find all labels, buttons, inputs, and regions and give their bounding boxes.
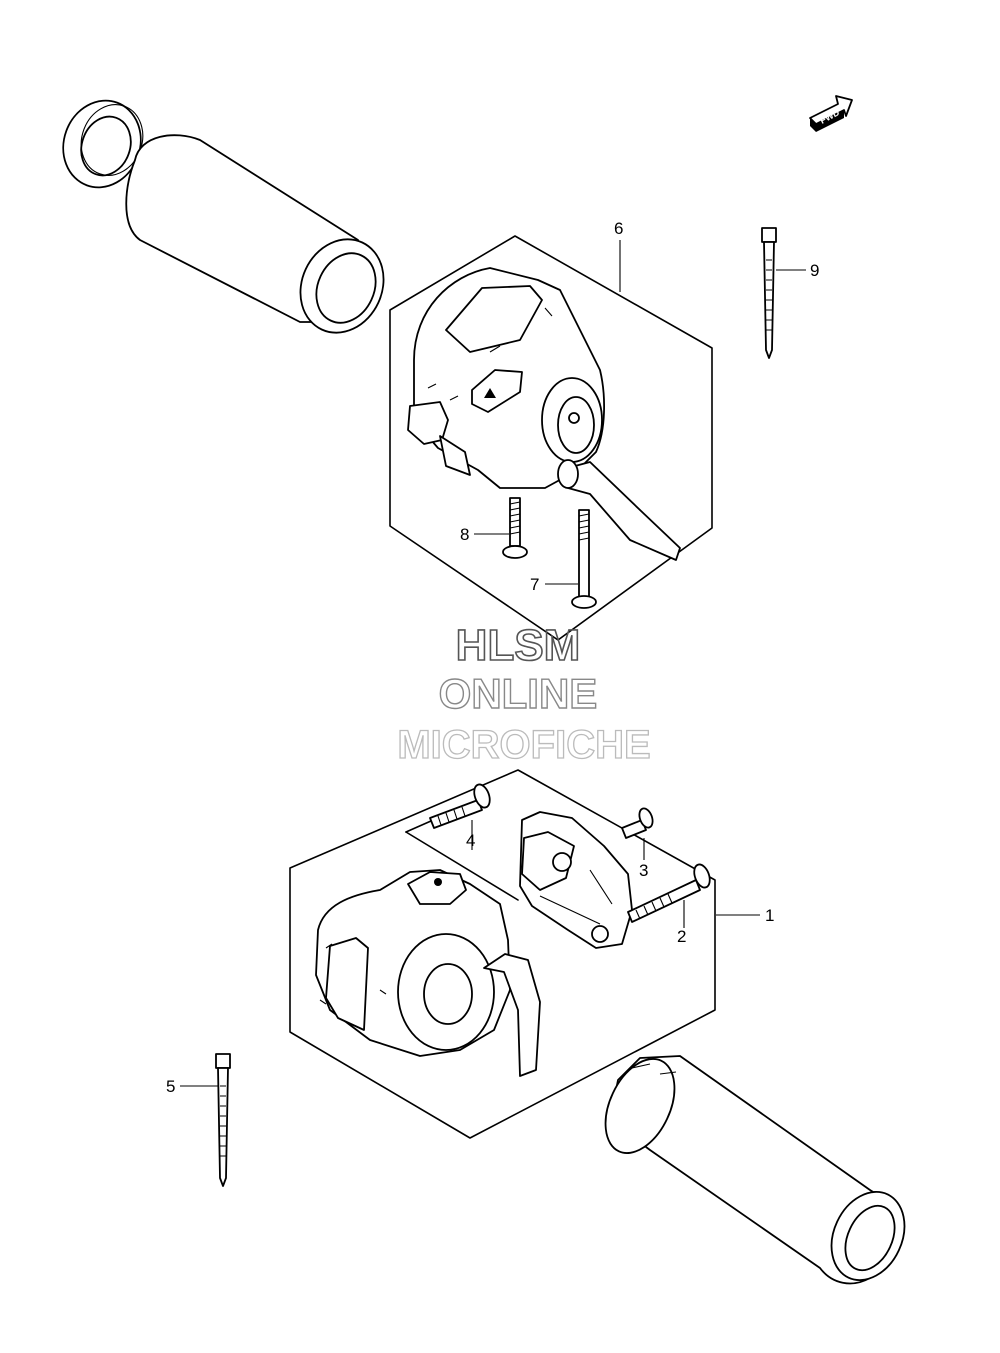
cable-tie-9: [761, 227, 777, 359]
callout-3: 3: [639, 861, 648, 880]
callout-8: 8: [460, 525, 469, 544]
switch-bracket: [519, 811, 633, 949]
watermark: HLSM ONLINE MICROFICHE: [397, 620, 652, 767]
throttle-grip: [604, 1055, 906, 1285]
callout-9: 9: [810, 261, 819, 280]
lower-assembly-outline: [289, 769, 716, 1139]
leader-lines: [180, 240, 806, 1087]
callout-1: 1: [765, 906, 774, 925]
cable-tie-5: [215, 1053, 231, 1187]
callout-2: 2: [677, 927, 686, 946]
screw-8: [502, 497, 528, 559]
fwd-arrow-icon: FWD: [809, 95, 853, 132]
screw-2: [627, 863, 711, 923]
screw-7: [571, 509, 597, 609]
callout-6: 6: [614, 219, 623, 238]
left-switch-housing: [407, 267, 681, 561]
upper-assembly-outline: [389, 235, 713, 641]
right-switch-housing: [315, 869, 541, 1077]
lower-assembly-inner-line: [405, 831, 519, 901]
callout-7: 7: [530, 575, 539, 594]
screw-3: [621, 807, 654, 839]
callout-4: 4: [466, 831, 475, 850]
screw-4: [429, 783, 491, 829]
grip-end-ring: [62, 99, 144, 189]
callout-5: 5: [166, 1077, 175, 1096]
watermark-line-1: HLSM: [456, 621, 581, 670]
watermark-line-2: ONLINE: [439, 670, 598, 717]
left-handlebar-grip: [125, 134, 385, 334]
watermark-line-3: MICROFICHE: [397, 723, 650, 767]
